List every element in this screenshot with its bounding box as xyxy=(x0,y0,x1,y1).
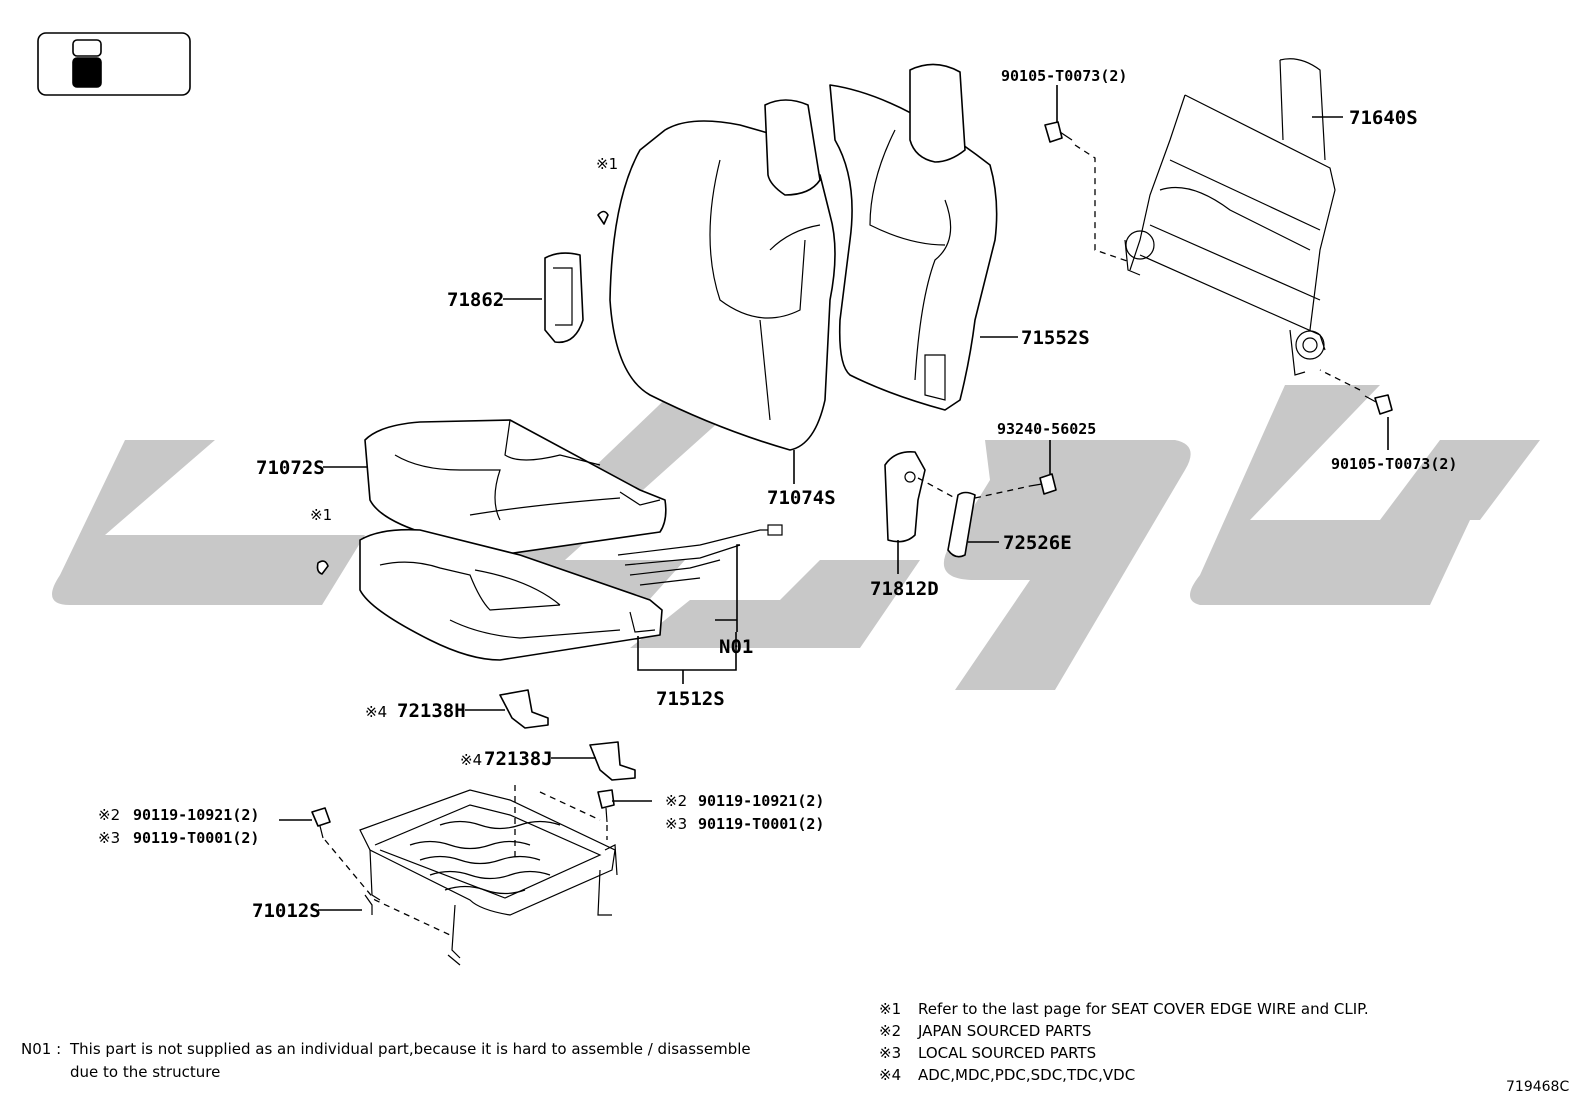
mark-1-lower: ※1 xyxy=(310,506,332,524)
label-90105-bottom: 90105-T0073(2) xyxy=(1331,455,1457,473)
key-3-mark: ※3 xyxy=(879,1044,902,1062)
label-90119-left-b: 90119-T0001(2) xyxy=(133,829,259,847)
mark-1-upper: ※1 xyxy=(596,155,618,173)
bracket-72138h xyxy=(499,689,549,729)
side-cover-71812d xyxy=(884,450,926,543)
label-90119-left-a: 90119-10921(2) xyxy=(133,806,259,824)
label-72138h: 72138H xyxy=(397,700,466,722)
side-cover-71862 xyxy=(544,252,584,344)
mark-4-72138j: ※4 xyxy=(460,751,482,769)
mark-3-right: ※3 xyxy=(665,815,687,833)
mark-3-left: ※3 xyxy=(98,829,120,847)
label-71012s: 71012S xyxy=(252,900,321,922)
label-90119-right-b: 90119-T0001(2) xyxy=(698,815,824,833)
bolt-90105-bottom xyxy=(1364,394,1393,415)
key-1-mark: ※1 xyxy=(879,1000,902,1018)
leader-lines xyxy=(279,85,1389,911)
label-72526e: 72526E xyxy=(1003,532,1072,554)
label-71862: 71862 xyxy=(447,289,504,311)
screw-93240 xyxy=(1029,473,1057,495)
cushion-cover-71072s xyxy=(364,419,667,556)
seat-frame-71012s xyxy=(359,789,618,966)
bolt-90119-left xyxy=(311,807,331,839)
bolt-90105-top xyxy=(1044,121,1073,143)
cushion-pad-71512s xyxy=(359,528,663,661)
label-71072s: 71072S xyxy=(256,457,325,479)
clip-upper xyxy=(597,210,609,225)
label-71640s: 71640S xyxy=(1349,107,1418,129)
mark-2-left: ※2 xyxy=(98,806,120,824)
cap-72526e xyxy=(947,491,976,558)
note-n01-label: N01 : xyxy=(21,1040,62,1058)
seat-position-icon xyxy=(37,32,191,96)
figure-id: 719468C xyxy=(1506,1079,1570,1095)
key-1-text: Refer to the last page for SEAT COVER ED… xyxy=(918,1000,1369,1018)
note-n01-line2: due to the structure xyxy=(70,1063,221,1081)
label-71512s: 71512S xyxy=(656,688,725,710)
clip-lower xyxy=(316,560,329,575)
label-90119-right-a: 90119-10921(2) xyxy=(698,792,824,810)
label-72138j: 72138J xyxy=(484,748,553,770)
mark-4-72138h: ※4 xyxy=(365,703,387,721)
bracket-72138j xyxy=(589,741,636,781)
seatback-cover-71074s xyxy=(609,99,836,451)
label-n01: N01 xyxy=(719,636,753,658)
heater-wire-n01 xyxy=(617,524,783,586)
key-4-mark: ※4 xyxy=(879,1066,902,1084)
label-93240: 93240-56025 xyxy=(997,420,1096,438)
mark-2-right: ※2 xyxy=(665,792,687,810)
key-3-text: LOCAL SOURCED PARTS xyxy=(918,1044,1097,1062)
label-71552s: 71552S xyxy=(1021,327,1090,349)
key-2-text: JAPAN SOURCED PARTS xyxy=(918,1022,1092,1040)
bolt-90119-right xyxy=(597,789,615,823)
key-2-mark: ※2 xyxy=(879,1022,902,1040)
label-71812d: 71812D xyxy=(870,578,939,600)
note-n01-line1: This part is not supplied as an individu… xyxy=(70,1040,751,1058)
key-4-text: ADC,MDC,PDC,SDC,TDC,VDC xyxy=(918,1066,1136,1084)
seatback-pad-71552s xyxy=(829,63,998,411)
label-90105-top: 90105-T0073(2) xyxy=(1001,67,1127,85)
seatback-frame-71640s xyxy=(1124,58,1336,376)
label-71074s: 71074S xyxy=(767,487,836,509)
